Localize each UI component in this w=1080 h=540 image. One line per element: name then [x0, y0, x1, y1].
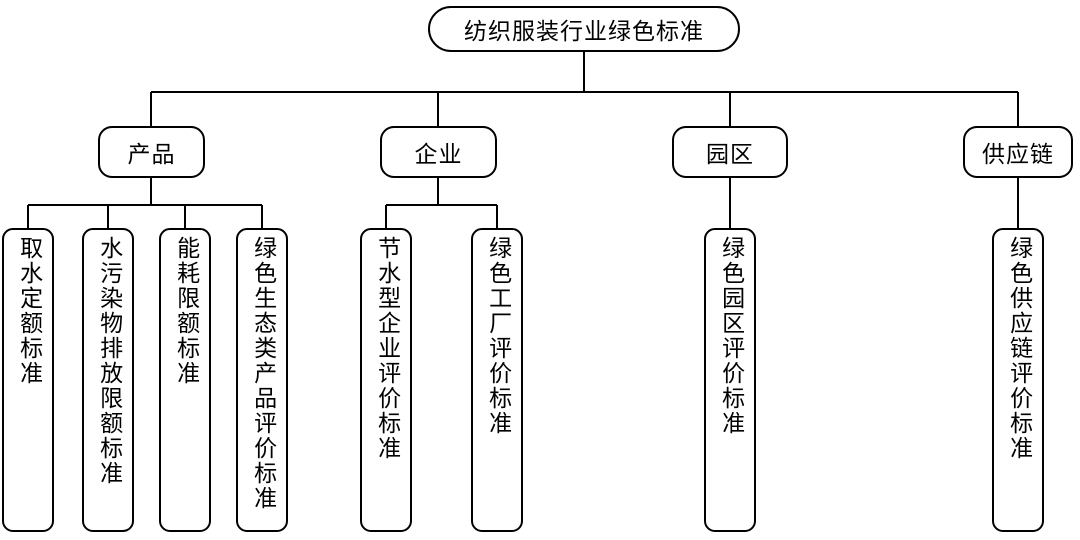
node-leaf-water-pollutant-discharge-limit-label: 水污染物排放限额标准: [95, 236, 122, 486]
node-leaf-green-factory-evaluation[interactable]: 绿色工厂评价标准: [471, 228, 523, 532]
node-category-enterprise-label: 企业: [414, 142, 463, 168]
node-leaf-green-supply-chain-evaluation[interactable]: 绿色供应链评价标准: [992, 228, 1044, 532]
node-category-product[interactable]: 产品: [98, 126, 205, 178]
node-category-product-label: 产品: [127, 142, 176, 168]
node-leaf-green-eco-product-evaluation[interactable]: 绿色生态类产品评价标准: [236, 228, 288, 532]
node-leaf-green-park-evaluation-label: 绿色园区评价标准: [717, 236, 744, 436]
node-root[interactable]: 纺织服装行业绿色标准: [428, 6, 740, 52]
node-leaf-water-saving-enterprise-evaluation[interactable]: 节水型企业评价标准: [360, 228, 412, 532]
node-leaf-water-pollutant-discharge-limit[interactable]: 水污染物排放限额标准: [82, 228, 134, 532]
node-category-enterprise[interactable]: 企业: [380, 126, 497, 178]
node-category-park-label: 园区: [706, 142, 754, 168]
node-leaf-energy-consumption-limit[interactable]: 能耗限额标准: [159, 228, 211, 532]
node-leaf-water-saving-enterprise-evaluation-label: 节水型企业评价标准: [373, 236, 400, 461]
node-root-label: 纺织服装行业绿色标准: [464, 19, 704, 45]
node-leaf-green-park-evaluation[interactable]: 绿色园区评价标准: [704, 228, 756, 532]
node-category-park[interactable]: 园区: [672, 126, 788, 178]
node-category-supply-chain[interactable]: 供应链: [963, 126, 1073, 178]
node-leaf-energy-consumption-limit-label: 能耗限额标准: [172, 236, 199, 386]
node-leaf-water-intake-quota-label: 取水定额标准: [15, 236, 42, 386]
node-leaf-green-eco-product-evaluation-label: 绿色生态类产品评价标准: [249, 236, 276, 511]
node-leaf-green-factory-evaluation-label: 绿色工厂评价标准: [484, 236, 511, 436]
node-category-supply-chain-label: 供应链: [982, 142, 1054, 168]
node-leaf-green-supply-chain-evaluation-label: 绿色供应链评价标准: [1005, 236, 1032, 461]
node-leaf-water-intake-quota[interactable]: 取水定额标准: [2, 228, 54, 532]
